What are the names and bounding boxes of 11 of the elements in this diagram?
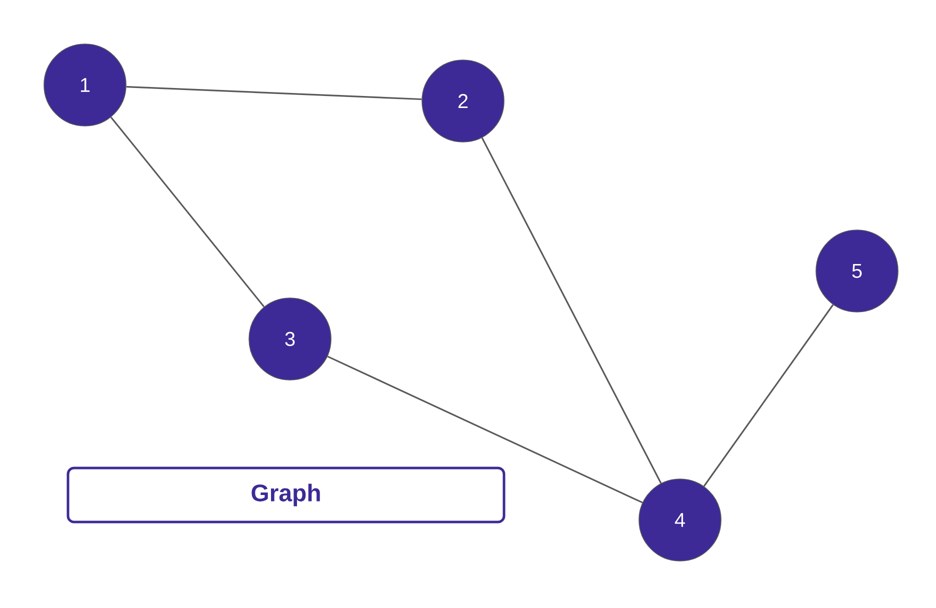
graph-vertex: 3	[248, 298, 332, 380]
edge-line	[327, 356, 643, 504]
edge-line	[126, 86, 422, 100]
graph-vertex: 2	[422, 60, 504, 142]
graph-vertex: 5	[816, 230, 898, 312]
edge-line	[481, 137, 662, 484]
graph-vertex: 4	[638, 478, 722, 562]
graph-vertex: 1	[44, 44, 126, 126]
edge-line	[703, 304, 834, 487]
title-box: Graph	[66, 466, 506, 524]
edge-line	[110, 116, 265, 308]
